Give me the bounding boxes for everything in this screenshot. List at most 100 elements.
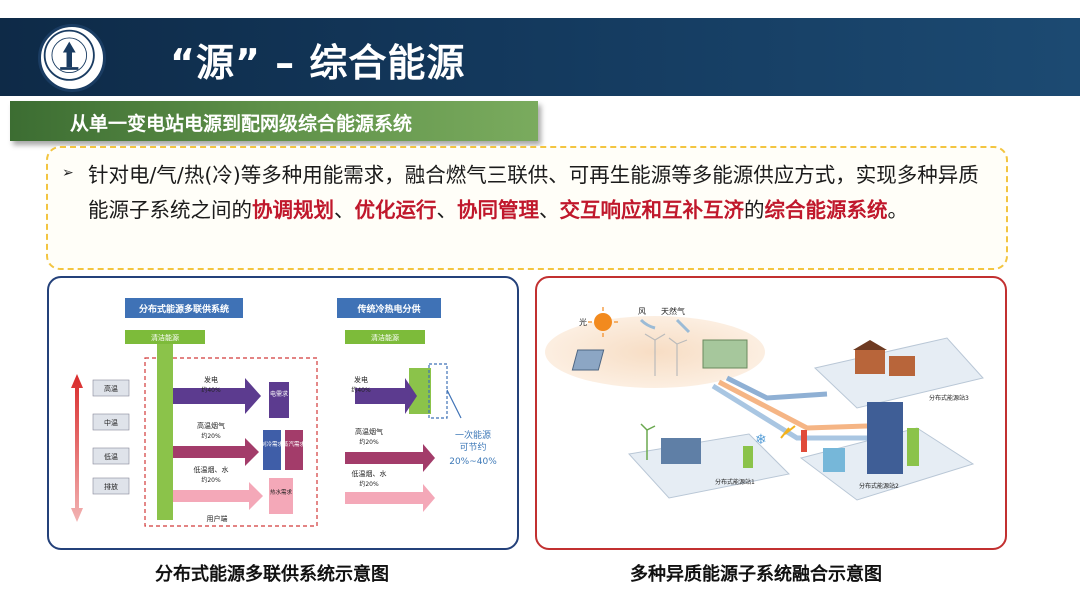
trad-system-label-box xyxy=(337,298,441,318)
header-band xyxy=(0,18,1080,96)
slide-title: “源” – 综合能源 xyxy=(170,41,466,85)
hot-water-demand-label: 热水需求 xyxy=(270,488,293,496)
left-figure-caption: 分布式能源多联供系统示意图 xyxy=(155,564,389,585)
thermometer-icon xyxy=(801,430,807,452)
power-flow-arrow xyxy=(173,378,261,414)
energy-pipelines xyxy=(711,375,868,441)
low-label-a: 低温烟、水 xyxy=(194,465,229,474)
gas-label: 天然气 xyxy=(661,306,685,316)
station-3-label: 分布式能源站3 xyxy=(929,394,969,402)
energy-fusion-diagram: 光 风 天然气 分布式能源站3 xyxy=(545,306,984,501)
right-figure-caption: 多种异质能源子系统融合示意图 xyxy=(630,564,882,585)
dist-system-label: 分布式能源多联供系统 xyxy=(139,303,229,315)
station-1-label: 分布式能源站1 xyxy=(715,478,755,486)
wind-turbine-icon xyxy=(644,333,688,376)
separator: 、 xyxy=(539,198,560,222)
highlight-optimized-operation: 优化运行 xyxy=(354,198,437,222)
trad-power-arrow xyxy=(355,378,417,414)
multi-supply-diagram-panel: 分布式能源多联供系统 传统冷热电分供 清洁能源 清洁能源 用户端 高温 中温 低… xyxy=(47,276,519,550)
summary-text-1: 针对电/气/热(冷)等多种用能需求，融合燃气三联供、可再生能源等多能源供应方式，… xyxy=(88,163,979,222)
summary-box: ➢ 针对电/气/热(冷)等多种用能需求，融合燃气三联供、可再生能源等多能源供应方… xyxy=(46,146,1008,270)
power-label-a: 发电 xyxy=(204,375,218,384)
multi-supply-diagram: 分布式能源多联供系统 传统冷热电分供 清洁能源 清洁能源 用户端 高温 中温 低… xyxy=(71,298,497,527)
trad-steam-arrow xyxy=(345,444,435,472)
saving-pointer xyxy=(446,389,462,419)
sun-rays-icon xyxy=(588,307,618,337)
station-2-label: 分布式能源站2 xyxy=(859,482,899,490)
summary-paragraph: 针对电/气/热(冷)等多种用能需求，融合燃气三联供、可再生能源等多能源供应方式，… xyxy=(88,158,993,228)
level-exhaust: 排放 xyxy=(104,482,118,491)
saving-line-2: 可节约 xyxy=(459,441,486,453)
clean-energy-box-left xyxy=(125,330,205,344)
highlight-integrated-energy-system: 综合能源系统 xyxy=(764,198,888,222)
gas-pct-a: 约20% xyxy=(201,432,221,440)
level-high: 高温 xyxy=(104,384,118,393)
summary-text-2: 的 xyxy=(744,198,765,222)
separator: 、 xyxy=(334,198,355,222)
level-high-box xyxy=(92,379,130,397)
separator: 、 xyxy=(436,198,458,222)
section-banner-text: 从单一变电站电源到配网级综合能源系统 xyxy=(70,113,413,135)
trad-hotwater-arrow xyxy=(345,484,435,512)
gas-stream-icon xyxy=(675,318,691,334)
snowflake-icon: ❄ xyxy=(755,432,767,448)
low-pct-b: 约20% xyxy=(359,480,379,488)
summary-text-3: 。 xyxy=(887,198,909,222)
level-mid-box xyxy=(92,413,130,431)
section-banner: 从单一变电站电源到配网级综合能源系统 xyxy=(10,101,538,141)
wind-stream-icon xyxy=(639,318,656,330)
clean-energy-label-right: 清洁能源 xyxy=(371,333,399,342)
gas-label-b: 高温烟气 xyxy=(355,427,383,436)
user-end-label: 用户端 xyxy=(207,514,228,523)
office-tower-icon xyxy=(867,402,903,474)
dist-system-label-box xyxy=(125,298,243,318)
power-pct-a: 约40% xyxy=(201,386,221,394)
gas-label-a: 高温烟气 xyxy=(197,421,225,430)
low-pct-a: 约20% xyxy=(201,476,221,484)
energy-fusion-diagram-panel: 光 风 天然气 分布式能源站3 xyxy=(535,276,1007,550)
sun-icon xyxy=(594,313,612,331)
station-2-battery-icon xyxy=(907,428,919,466)
hot-water-demand-box xyxy=(269,478,293,514)
saving-highlight-box xyxy=(428,363,448,419)
university-logo xyxy=(38,24,106,92)
level-mid: 中温 xyxy=(104,418,118,427)
gas-plant-icon xyxy=(702,339,748,369)
lightning-icon xyxy=(780,425,796,439)
clean-energy-box-right xyxy=(345,330,425,344)
trad-system-label: 传统冷热电分供 xyxy=(356,303,420,315)
level-exhaust-box xyxy=(92,477,130,495)
level-low-box xyxy=(92,447,130,465)
level-low: 低温 xyxy=(104,452,118,461)
house-2-icon xyxy=(889,356,915,376)
sun-label: 光 xyxy=(579,317,587,327)
saving-line-3: 20%~40% xyxy=(449,457,497,467)
steam-demand-label: 蒸汽需求 xyxy=(283,440,306,448)
roof-icon xyxy=(853,340,887,350)
highlight-coordinated-planning: 协调规划 xyxy=(252,198,334,222)
hotwater-flow-arrow xyxy=(173,482,263,510)
cooling-demand-box xyxy=(263,430,281,470)
top-stripe xyxy=(0,0,1080,18)
electric-demand-box xyxy=(269,382,289,418)
clean-energy-label-left: 清洁能源 xyxy=(151,333,179,342)
highlight-interactive-response: 交互响应和互补互济 xyxy=(559,198,745,222)
power-label-b: 发电 xyxy=(354,375,368,384)
user-boundary xyxy=(144,357,318,527)
electric-demand-label: 电需求 xyxy=(270,390,288,398)
house-icon xyxy=(855,350,885,374)
solar-panel-icon xyxy=(571,349,605,371)
power-pct-b: 约40% xyxy=(351,386,371,394)
trad-cascade-bar xyxy=(409,368,431,414)
station-1-turbine-icon xyxy=(640,423,656,460)
temperature-arrow-icon xyxy=(71,374,83,522)
steam-flow-arrow xyxy=(173,438,259,466)
gas-pct-b: 约20% xyxy=(359,438,379,446)
saving-line-1: 一次能源 xyxy=(455,429,491,441)
charging-station-icon xyxy=(823,448,845,472)
station-1-building-icon xyxy=(661,438,701,464)
wind-label: 风 xyxy=(638,307,646,316)
battery-icon xyxy=(743,446,753,468)
energy-cascade-bar xyxy=(157,344,173,520)
low-label-b: 低温烟、水 xyxy=(352,469,387,478)
